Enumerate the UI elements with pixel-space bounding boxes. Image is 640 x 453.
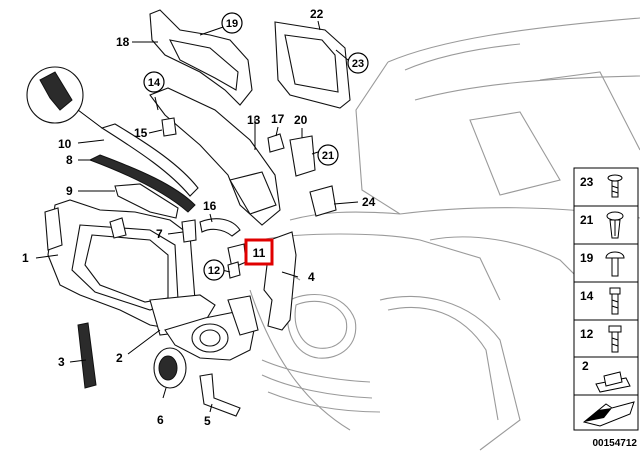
flange-bolt-icon (608, 325, 622, 353)
callout-24: 24 (362, 195, 376, 209)
callout-8: 8 (66, 153, 73, 167)
callout-19: 19 (226, 18, 238, 30)
callout-7: 7 (156, 227, 163, 241)
callout-3: 3 (58, 355, 65, 369)
circled-callouts: 12 14 19 21 23 (143, 12, 369, 281)
front-carrier-frame (44, 199, 216, 336)
spring-nut-icon (595, 371, 631, 393)
legend-label-21: 21 (580, 213, 594, 227)
callout-18: 18 (116, 35, 130, 49)
legend-item-21: 21 (580, 211, 624, 239)
callout-23-circle (347, 52, 369, 74)
arrow-wedge-icon (582, 401, 635, 427)
mushroom-clip-icon (605, 251, 625, 277)
callout-12-circle (203, 259, 225, 281)
part-22-housing (274, 21, 351, 109)
callout-14: 14 (148, 77, 161, 89)
callout-21-circle (317, 144, 339, 166)
part-5-strip (199, 373, 241, 417)
legend-label-2: 2 (582, 359, 589, 373)
callout-6: 6 (157, 413, 164, 427)
callout-22: 22 (310, 7, 324, 21)
legend-label-23: 23 (580, 175, 594, 189)
legend-item-arrow (582, 401, 635, 427)
expanding-rivet-icon (606, 211, 624, 239)
part-13-support (149, 87, 281, 226)
legend-item-12: 12 (580, 325, 622, 353)
legend-label-19: 19 (580, 251, 594, 265)
legend-item-23: 23 (580, 174, 623, 198)
callout-10: 10 (58, 137, 72, 151)
highlight-box (244, 238, 274, 266)
callout-16: 16 (203, 199, 217, 213)
part-6-duct (153, 347, 187, 389)
bolt-icon (609, 287, 621, 315)
callout-2: 2 (116, 351, 123, 365)
part-15-clip (161, 117, 177, 137)
part-20-cap (289, 135, 316, 177)
legend-label-14: 14 (580, 289, 594, 303)
screw-with-washer-icon (607, 174, 623, 198)
callout-20: 20 (294, 113, 308, 127)
part-24-block (309, 185, 337, 217)
part-10-seal (100, 123, 199, 197)
part-9-trim (114, 183, 179, 219)
callouts: 1 2 3 4 5 6 7 8 9 10 13 15 16 17 18 20 2… (22, 7, 376, 428)
callout-4: 4 (308, 270, 315, 284)
callout-12: 12 (208, 265, 220, 277)
part-17-clip (267, 133, 285, 153)
callout-15: 15 (134, 126, 148, 140)
part-12-clip (227, 261, 241, 279)
legend-item-14: 14 (580, 287, 621, 315)
callout-14-circle (143, 71, 165, 93)
part-18-intake (149, 9, 253, 106)
highlighted-callout-11[interactable]: 11 (244, 238, 274, 266)
car-outline (249, 17, 640, 451)
callout-23: 23 (352, 58, 364, 70)
seal-detail-bubble (26, 66, 103, 129)
part-8-seal (88, 154, 196, 213)
part-3-strip (77, 322, 97, 389)
callout-21: 21 (322, 150, 334, 162)
part-7-bracket (181, 219, 197, 243)
callout-5: 5 (204, 414, 211, 428)
hardware-legend: 23 21 19 14 (573, 167, 639, 431)
legend-label-12: 12 (580, 327, 594, 341)
callout-11: 11 (253, 246, 266, 260)
image-number: 00154712 (593, 438, 638, 449)
legend-item-2: 2 (582, 359, 631, 393)
callout-13: 13 (247, 113, 261, 127)
legend-item-19: 19 (580, 251, 625, 277)
callout-9: 9 (66, 184, 73, 198)
callout-17: 17 (271, 112, 285, 126)
callout-19-circle (221, 12, 243, 34)
lower-carrier (164, 295, 259, 361)
part-16-duct (199, 218, 241, 237)
callout-1: 1 (22, 251, 29, 265)
